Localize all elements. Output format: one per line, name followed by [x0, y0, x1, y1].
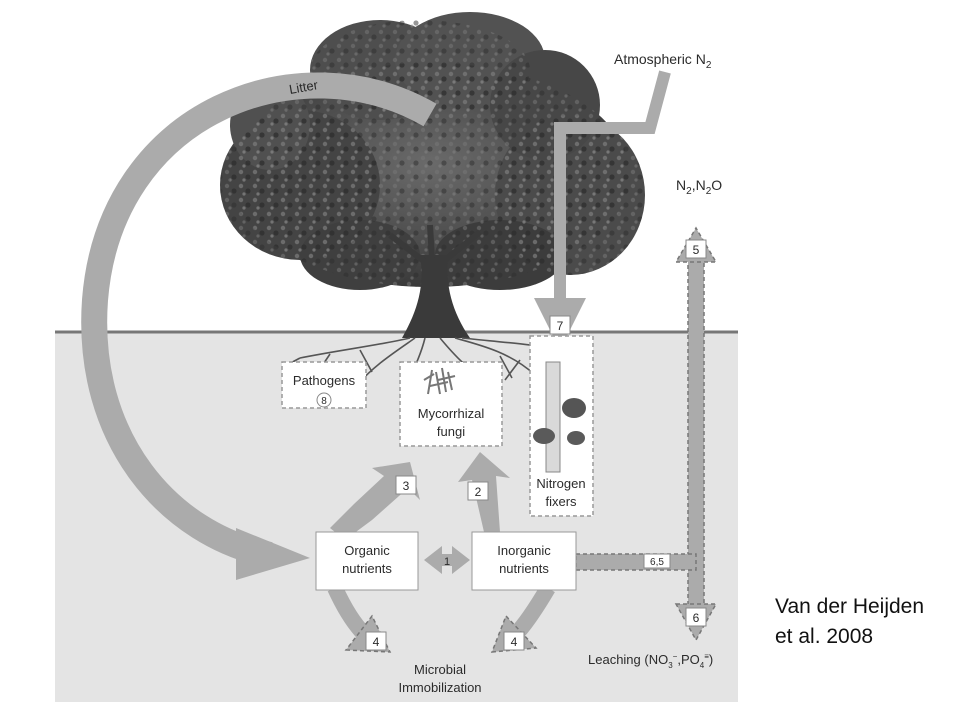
svg-text:4: 4 — [511, 635, 518, 649]
tree-trunk — [402, 255, 470, 338]
inorganic-label-line2: nutrients — [499, 561, 549, 576]
litter-label: Litter — [288, 77, 320, 97]
svg-text:5: 5 — [693, 243, 700, 257]
pathogens-label: Pathogens — [293, 373, 356, 388]
svg-text:6: 6 — [693, 611, 700, 625]
svg-text:4: 4 — [373, 635, 380, 649]
marker-7: 7 — [549, 315, 571, 335]
marker-1: 1 — [444, 556, 450, 568]
citation-line2: et al. 2008 — [775, 625, 874, 648]
marker-3: 3 — [395, 475, 417, 495]
citation-line1: Van der Heijden — [775, 595, 925, 618]
nitrogen-fixers-box: Nitrogen fixers — [529, 335, 594, 517]
svg-text:2: 2 — [475, 485, 482, 499]
marker-4-left: 4 — [365, 631, 387, 651]
n2-n2o-label: N2,N2O — [676, 177, 722, 197]
mycorrhizal-box: Mycorrhizal fungi — [399, 361, 503, 447]
nitrogen-fixers-label-line1: Nitrogen — [536, 476, 585, 491]
marker-6: 6 — [685, 607, 707, 627]
inorganic-to-column-arrow — [575, 553, 697, 571]
leaching-label: Leaching (NO3−,PO4≡) — [588, 652, 713, 670]
pathogens-box: Pathogens — [281, 361, 367, 409]
fungi-illustration — [423, 367, 456, 395]
inorganic-nutrients-box: Inorganic nutrients — [471, 531, 577, 591]
arrow-1 — [424, 546, 470, 574]
organic-nutrients-box: Organic nutrients — [315, 531, 419, 591]
marker-2: 2 — [467, 481, 489, 501]
litter-arrow — [81, 72, 437, 568]
inorganic-label-line1: Inorganic — [497, 543, 551, 558]
organic-label-line1: Organic — [344, 543, 390, 558]
soil-background — [55, 332, 738, 702]
microbial-label-line2: Immobilization — [398, 680, 481, 695]
atmospheric-n2-label: Atmospheric N2 — [614, 51, 712, 71]
marker-8: 8 — [316, 392, 332, 408]
svg-text:6,5: 6,5 — [650, 557, 664, 568]
marker-6-5: 6,5 — [643, 553, 671, 569]
svg-text:1: 1 — [444, 556, 450, 568]
svg-text:7: 7 — [557, 319, 564, 333]
nitrogen-fixers-label-line2: fixers — [545, 494, 577, 509]
marker-4-right: 4 — [503, 631, 525, 651]
mycorrhizal-label-line2: fungi — [437, 424, 465, 439]
svg-text:8: 8 — [321, 396, 327, 407]
organic-label-line2: nutrients — [342, 561, 392, 576]
root-nodule-illustration — [533, 361, 586, 473]
mycorrhizal-label-line1: Mycorrhizal — [418, 406, 485, 421]
litter-arrowhead — [236, 528, 310, 580]
citation: Van der Heijden et al. 2008 — [775, 592, 955, 652]
microbial-label-line1: Microbial — [414, 662, 466, 677]
atmospheric-arrow — [554, 70, 671, 300]
svg-text:3: 3 — [403, 479, 410, 493]
marker-5: 5 — [685, 239, 707, 259]
